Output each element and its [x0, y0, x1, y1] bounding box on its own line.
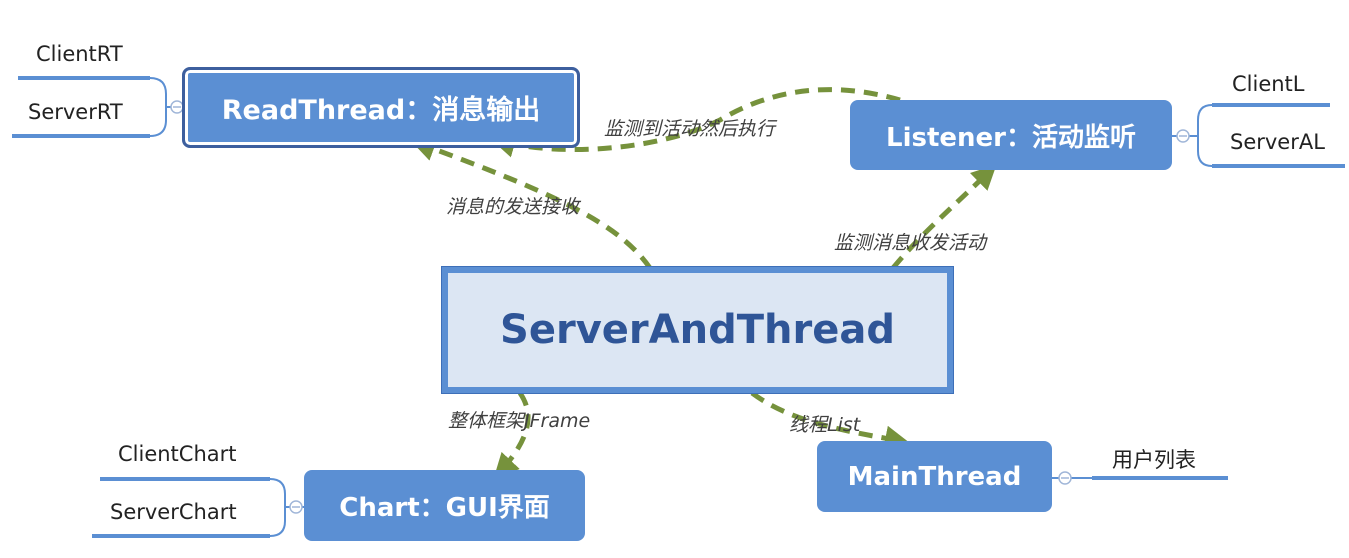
edge-label-listener-to-read: 监测到活动然后执行 — [604, 118, 776, 140]
leaf-server-chart: ServerChart — [110, 500, 237, 524]
leaf-server-rt: ServerRT — [28, 100, 123, 124]
edge-label-center-to-listener: 监测消息收发活动 — [834, 232, 987, 254]
edge-label-center-to-chart: 整体框架JFrame — [448, 410, 591, 432]
leaf-client-l: ClientL — [1232, 72, 1305, 96]
edge-label-center-to-main: 线程List — [789, 414, 861, 436]
leaf-branch-listener — [1172, 103, 1345, 168]
node-center: ServerAndThread — [441, 266, 954, 394]
leaf-client-rt: ClientRT — [36, 42, 123, 66]
node-listener: Listener：活动监听 — [850, 100, 1172, 170]
edge-center-to-listener — [891, 164, 997, 270]
node-main-thread: MainThread — [817, 441, 1052, 512]
leaf-server-al: ServerAL — [1230, 130, 1325, 154]
edge-listener-to-read — [490, 87, 901, 158]
leaf-branch-read-thread — [12, 76, 184, 138]
leaf-branch-chart — [92, 477, 304, 538]
edge-center-to-read — [410, 137, 653, 270]
leaf-branch-main-thread — [1052, 471, 1228, 485]
edge-center-to-chart — [493, 391, 531, 479]
edge-center-to-main — [750, 390, 910, 451]
node-read-thread: ReadThread：消息输出 — [182, 67, 580, 148]
edge-label-center-to-read: 消息的发送接收 — [446, 196, 580, 218]
node-chart: Chart：GUI界面 — [304, 470, 585, 541]
leaf-client-chart: ClientChart — [118, 442, 237, 466]
leaf-user-list: 用户列表 — [1112, 448, 1196, 472]
